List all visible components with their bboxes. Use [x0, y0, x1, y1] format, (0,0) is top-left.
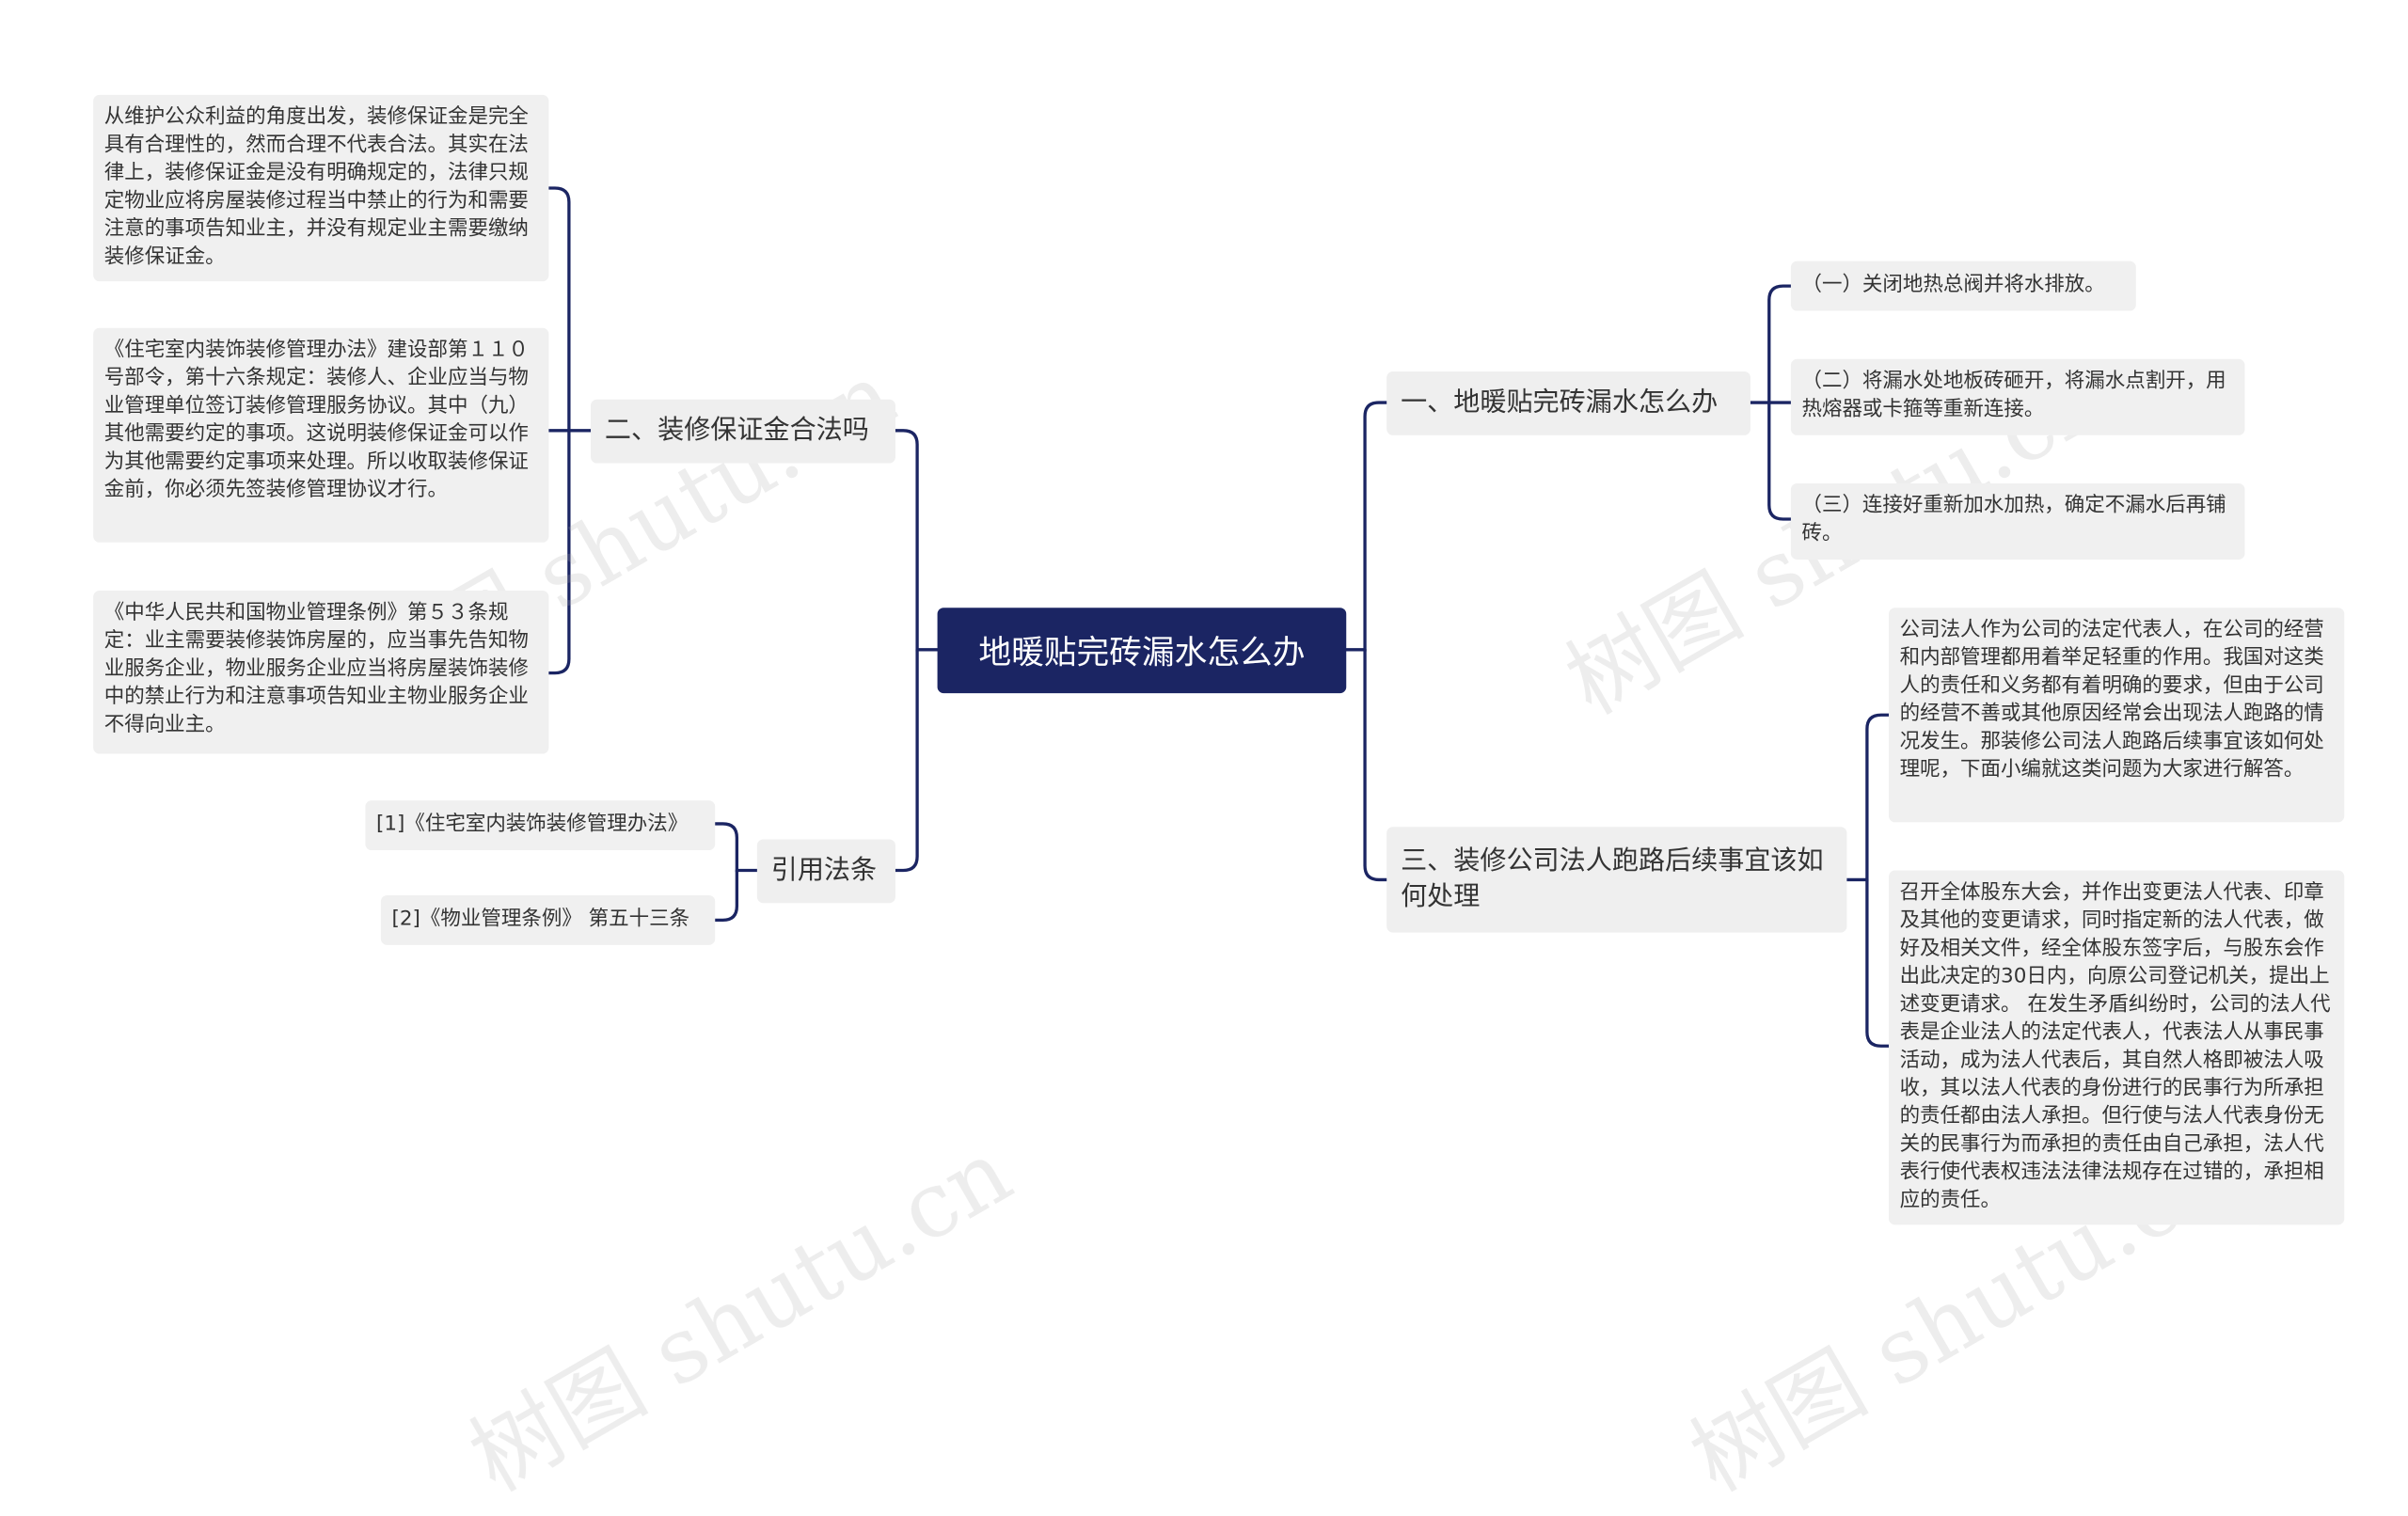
leaf-step-3[interactable]: （三）连接好重新加水加热，确定不漏水后再铺砖。 [1790, 482, 2245, 560]
edge-b2-c3 [547, 429, 571, 675]
leaf-legal-rep-procedure[interactable]: 召开全体股东大会，并作出变更法人代表、印章及其他的变更请求，同时指定新的法人代表… [1889, 870, 2345, 1225]
connector-lines [547, 186, 1891, 1048]
edge-b3-c2 [1865, 877, 1891, 1048]
branch-floor-heating-leak[interactable]: 一、地暖贴完砖漏水怎么办 [1386, 371, 1751, 435]
edge-b1-c3 [1767, 401, 1793, 521]
edge-b1-c1 [1749, 284, 1793, 404]
leaf-deposit-regulation[interactable]: 《住宅室内装饰装修管理办法》建设部第１１０号部令，第十六条规定：装修人、企业应当… [93, 327, 549, 543]
root-topic[interactable]: 地暖贴完砖漏水怎么办 [937, 608, 1347, 694]
branch-deposit-legality[interactable]: 二、装修保证金合法吗 [591, 399, 895, 464]
branch-citations[interactable]: 引用法条 [756, 839, 895, 904]
edge-root-b4 [894, 648, 919, 873]
edge-root-b1 [1344, 401, 1388, 652]
leaf-citation-1[interactable]: [1]《住宅室内装饰装修管理办法》 [365, 800, 716, 851]
mind-map-canvas: 树图 shutu.cn 树图 shutu.cn 树图 shutu.cn 树图 s… [93, 94, 2345, 1512]
edge-b4-c1 [713, 822, 759, 873]
branch-company-legal-rep[interactable]: 三、装修公司法人跑路后续事宜该如何处理 [1386, 827, 1847, 933]
edge-b2-c1 [547, 186, 593, 433]
edge-b3-c1 [1845, 713, 1891, 882]
leaf-step-1[interactable]: （一）关闭地热总阀并将水排放。 [1790, 261, 2136, 311]
leaf-property-regulation[interactable]: 《中华人民共和国物业管理条例》第５３条规定：业主需要装修装饰房屋的，应当事先告知… [93, 591, 549, 754]
edge-root-b3 [1363, 648, 1388, 882]
edge-root-b2 [894, 429, 940, 652]
leaf-deposit-analysis[interactable]: 从维护公众利益的角度出发，装修保证金是完全具有合理性的，然而合理不代表合法。其实… [93, 94, 549, 282]
leaf-step-2[interactable]: （二）将漏水处地板砖砸开，将漏水点割开，用热熔器或卡箍等重新连接。 [1790, 358, 2245, 435]
leaf-legal-rep-intro[interactable]: 公司法人作为公司的法定代表人，在公司的经营和内部管理都用着举足轻重的作用。我国对… [1889, 608, 2345, 823]
leaf-citation-2[interactable]: [2]《物业管理条例》 第五十三条 [380, 894, 716, 945]
edge-b4-c2 [713, 868, 739, 923]
